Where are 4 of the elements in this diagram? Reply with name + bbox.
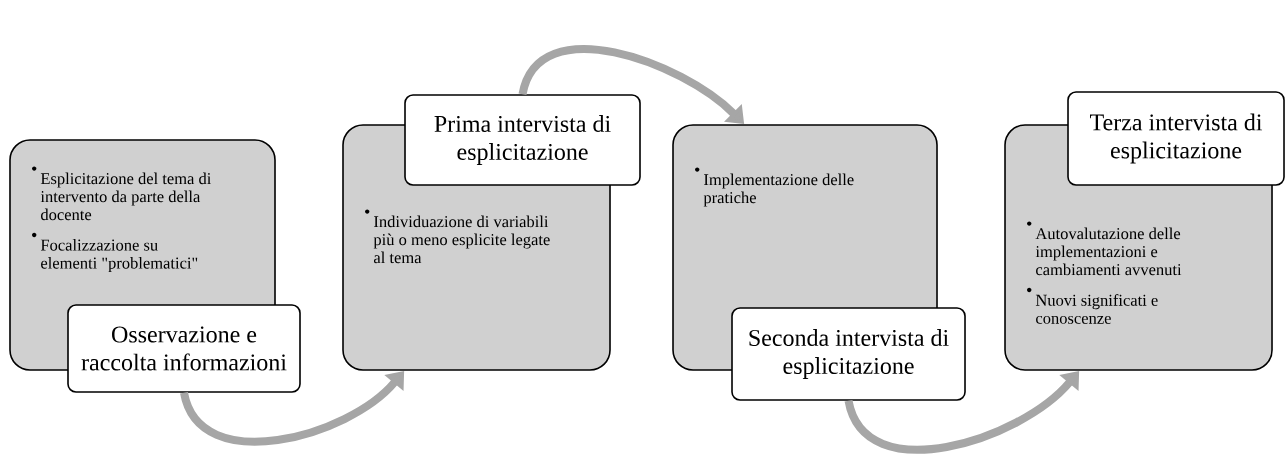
- title-box: Osservazione e raccolta informazioni: [67, 304, 301, 393]
- title-box: Prima intervista di esplicitazione: [404, 94, 641, 186]
- title-box: Seconda intervista di esplicitazione: [731, 307, 966, 401]
- title-box: Terza intervista di esplicitazione: [1067, 91, 1285, 186]
